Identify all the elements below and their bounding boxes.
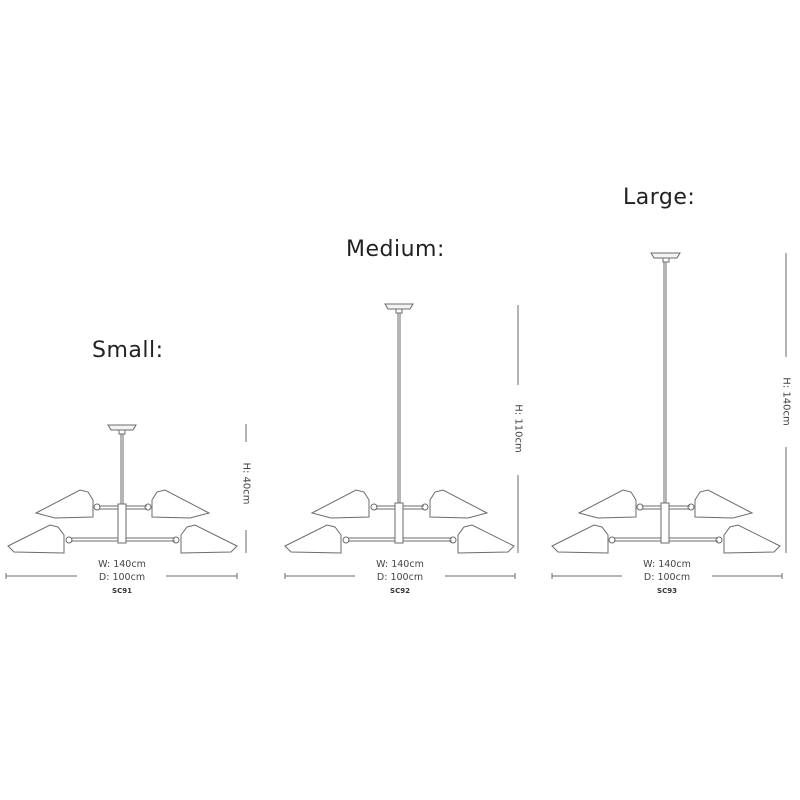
height-label: H: 110cm — [512, 404, 524, 453]
depth-label: D: 100cm — [98, 572, 146, 583]
product-code: SC91 — [112, 587, 132, 595]
depth-label: D: 100cm — [376, 572, 424, 583]
height-label: H: 40cm — [240, 462, 252, 505]
variant-title: Small: — [92, 338, 164, 363]
width-label: W: 140cm — [98, 559, 146, 570]
variant-title: Medium: — [346, 237, 445, 262]
product-code: SC92 — [390, 587, 410, 595]
depth-label: D: 100cm — [643, 572, 691, 583]
width-label: W: 140cm — [643, 559, 691, 570]
width-label: W: 140cm — [376, 559, 424, 570]
height-label: H: 140cm — [780, 377, 792, 426]
variant-title: Large: — [623, 185, 696, 210]
product-code: SC93 — [657, 587, 677, 595]
